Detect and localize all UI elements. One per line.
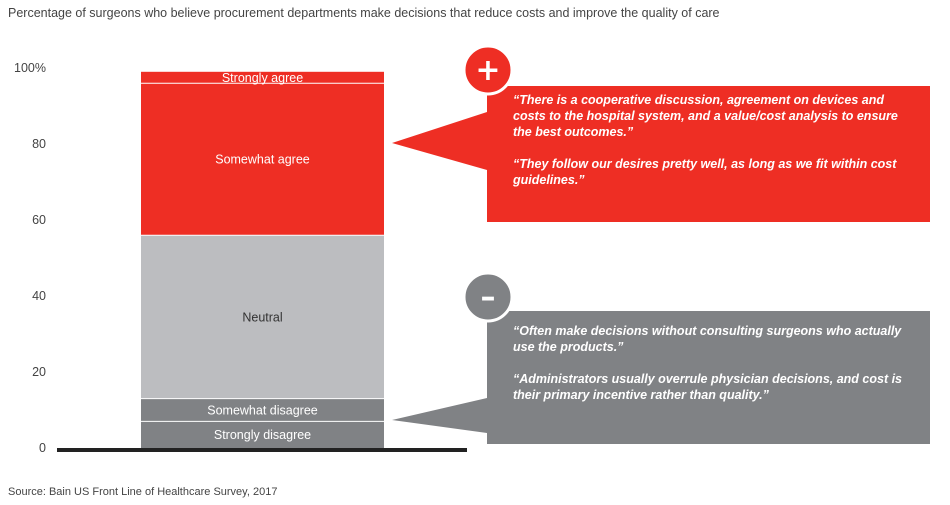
bar-segment-somewhat-agree <box>141 83 384 236</box>
positive-quote-1: “There is a cooperative discussion, agre… <box>513 93 898 139</box>
negative-quotes: “Often make decisions without consulting… <box>513 323 913 403</box>
bar-segment-neutral <box>141 235 384 399</box>
y-tick-label: 80 <box>32 137 46 151</box>
source-note: Source: Bain US Front Line of Healthcare… <box>8 486 278 498</box>
segment-label-somewhat-disagree: Somewhat disagree <box>207 404 318 418</box>
bar-segment-strongly-agree <box>141 71 384 84</box>
bar-segment-somewhat-disagree <box>141 398 384 422</box>
segment-labels: Strongly disagree Somewhat disagree Neutra… <box>207 71 318 442</box>
positive-quotes: “There is a cooperative discussion, agre… <box>513 92 913 188</box>
positive-quote-2: “They follow our desires pretty well, as… <box>513 157 897 187</box>
bar-segments <box>141 71 384 448</box>
negative-quote-2: “Administrators usually overrule physici… <box>513 372 903 402</box>
plus-icon: + <box>475 53 500 88</box>
segment-label-neutral: Neutral <box>242 310 282 324</box>
negative-quote-1: “Often make decisions without consulting… <box>513 324 902 354</box>
negative-quote-box <box>392 311 930 444</box>
y-tick-label: 60 <box>32 213 46 227</box>
minus-icon: – <box>481 280 496 315</box>
positive-badge: + <box>462 44 514 96</box>
y-tick-label: 20 <box>32 365 46 379</box>
y-axis-ticks: 0 20 40 60 80 100% <box>14 61 46 455</box>
segment-label-strongly-disagree: Strongly disagree <box>214 428 311 442</box>
y-tick-label: 40 <box>32 289 46 303</box>
segment-label-strongly-agree: Strongly agree <box>222 71 303 85</box>
bar-segment-strongly-disagree <box>141 421 384 448</box>
y-tick-label: 0 <box>39 441 46 455</box>
negative-badge: – <box>462 271 514 323</box>
positive-quote-box <box>392 86 930 222</box>
y-tick-label: 100% <box>14 61 46 75</box>
chart-title: Percentage of surgeons who believe procu… <box>8 6 720 20</box>
segment-label-somewhat-agree: Somewhat agree <box>215 153 310 167</box>
